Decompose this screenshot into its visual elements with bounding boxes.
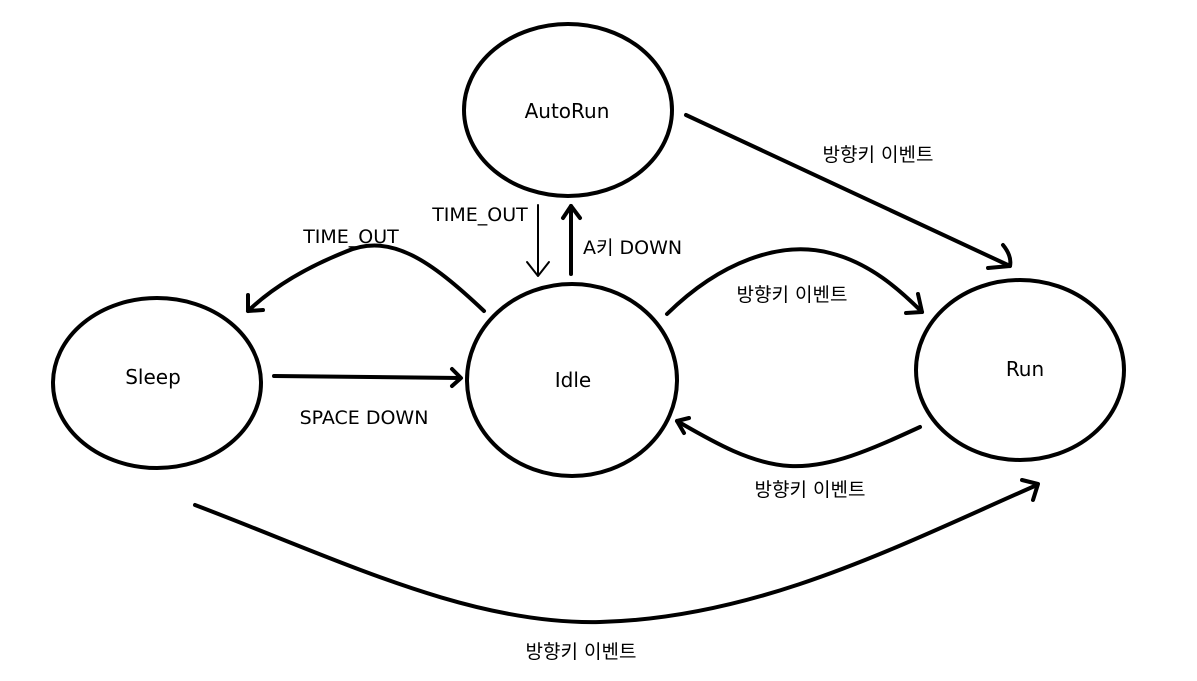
label-autorun-to-run: 방향키 이벤트 <box>823 144 934 166</box>
transition-sleep-to-run <box>193 478 1040 625</box>
sleep-state-circle <box>51 296 263 470</box>
autorun-state-label: AutoRun <box>525 99 610 123</box>
label-autorun-to-idle: TIME_OUT <box>431 204 528 226</box>
run-state-label: Run <box>1006 357 1044 381</box>
transition-idle-to-sleep <box>246 243 486 313</box>
idle-state-label: Idle <box>555 368 591 392</box>
label-sleep-to-idle: SPACE DOWN <box>300 407 429 429</box>
transition-idle-to-run <box>665 247 924 316</box>
idle-state-circle <box>465 282 679 478</box>
label-sleep-to-run: 방향키 이벤트 <box>526 641 637 663</box>
transition-autorun-to-idle <box>526 204 550 277</box>
transition-run-to-idle <box>675 416 922 469</box>
transition-autorun-to-run <box>684 113 1013 270</box>
label-run-to-idle: 방향키 이벤트 <box>755 479 866 501</box>
sleep-state-label: Sleep <box>125 365 181 389</box>
label-idle-to-run: 방향키 이벤트 <box>737 284 848 306</box>
run-state-circle <box>914 278 1126 462</box>
transition-sleep-to-idle <box>272 367 463 388</box>
label-idle-to-sleep: TIME_OUT <box>302 226 399 248</box>
label-idle-to-autorun: A키 DOWN <box>583 237 682 259</box>
transition-idle-to-autorun <box>561 204 582 276</box>
autorun-state-circle <box>462 22 674 198</box>
